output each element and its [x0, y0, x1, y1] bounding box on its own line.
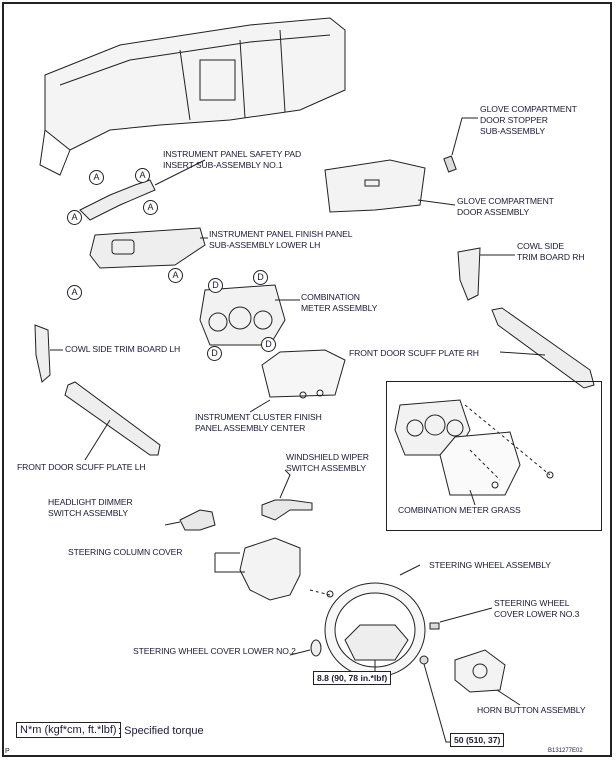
callout-d: D	[253, 270, 268, 285]
safety-pad-insert-drawing	[79, 179, 156, 221]
wiper-switch-drawing	[261, 499, 313, 521]
inset-drawing	[394, 399, 554, 506]
callout-d: D	[261, 337, 276, 352]
cover-lower-2-drawing	[310, 639, 322, 657]
steering-wheel-drawing	[324, 582, 426, 678]
cowl-rh-drawing	[457, 247, 481, 301]
footer-left-mark: P	[5, 748, 10, 755]
meter-detail-inset	[386, 381, 602, 531]
label-cowl-lh: COWL SIDE TRIM BOARD LH	[65, 344, 181, 354]
cowl-lh-drawing	[34, 324, 51, 383]
label-meter-glass: COMBINATION METER GRASS	[398, 505, 521, 515]
label-cover-lower-2: STEERING WHEEL COVER LOWER NO.2	[133, 646, 296, 656]
callout-a: A	[89, 170, 104, 185]
label-scuff-lh: FRONT DOOR SCUFF PLATE LH	[17, 462, 146, 472]
cover-lower-3-drawing	[429, 622, 440, 630]
callout-d: D	[208, 278, 223, 293]
scuff-rh-drawing	[491, 307, 595, 389]
glove-stopper-drawing	[443, 155, 457, 173]
label-column-cover: STEERING COLUMN COVER	[68, 547, 183, 557]
callout-a: A	[135, 168, 150, 183]
callout-a: A	[168, 268, 183, 283]
callout-a: A	[143, 200, 158, 215]
cluster-finish-drawing	[261, 349, 346, 398]
callout-a: A	[67, 210, 82, 225]
wheel-nut-drawing	[419, 655, 429, 665]
label-scuff-rh: FRONT DOOR SCUFF PLATE RH	[349, 348, 479, 358]
horn-button-drawing	[454, 649, 506, 693]
torque-wheel-screw: 8.8 (90, 78 in.*lbf)	[313, 671, 392, 685]
callout-a: A	[67, 285, 82, 300]
instrument-panel-drawing	[39, 17, 346, 176]
finish-panel-lower-drawing	[89, 227, 206, 269]
dimmer-switch-drawing	[179, 509, 216, 531]
label-horn-button: HORN BUTTON ASSEMBLY	[477, 705, 586, 715]
legend-torque-unit: N*m (kgf*cm, ft.*lbf)	[16, 722, 121, 738]
column-cover-drawing	[239, 537, 301, 601]
scuff-lh-drawing	[64, 381, 161, 456]
label-steering-wheel: STEERING WHEEL ASSEMBLY	[429, 560, 551, 570]
callout-d: D	[207, 346, 222, 361]
torque-wheel-nut: 50 (510, 37)	[450, 733, 505, 747]
figure-id: B131277E02	[548, 748, 583, 754]
legend-torque-meaning: : Specified torque	[118, 725, 204, 737]
